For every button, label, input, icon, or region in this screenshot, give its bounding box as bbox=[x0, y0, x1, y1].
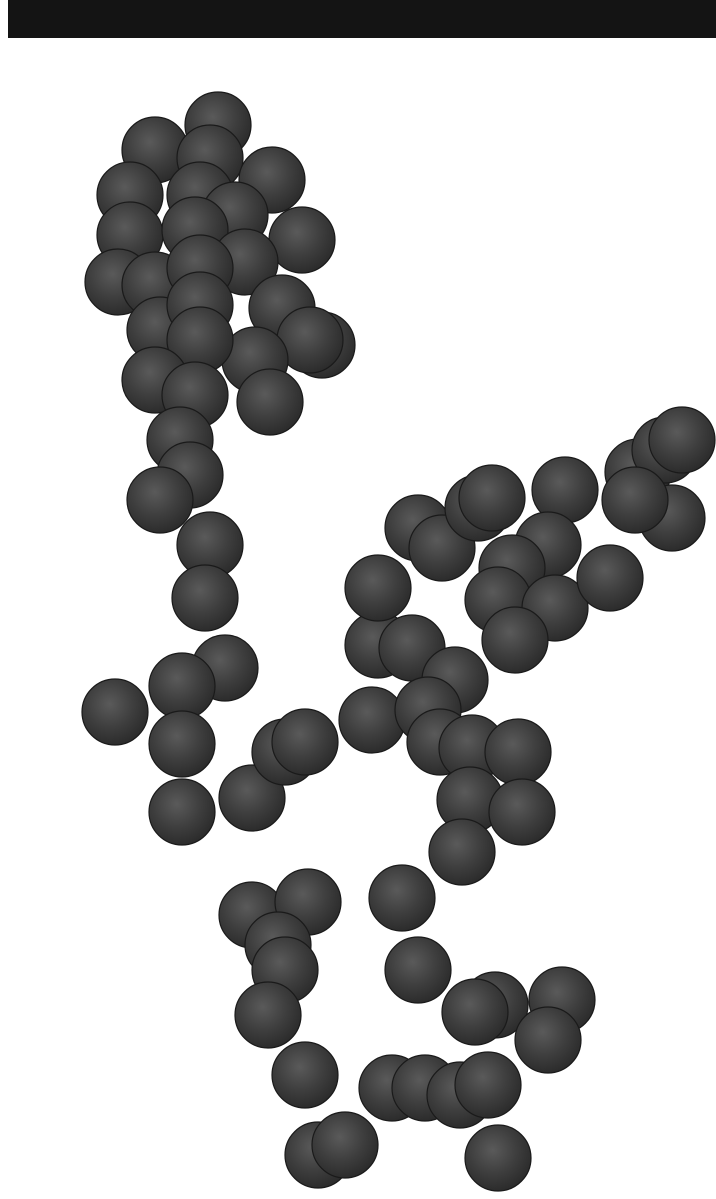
sphere-particle bbox=[81, 678, 149, 746]
sphere-group bbox=[81, 91, 716, 1192]
sphere-particle bbox=[148, 652, 216, 720]
sphere-particle bbox=[344, 554, 412, 622]
sphere-particle bbox=[428, 818, 496, 886]
sphere-particle bbox=[601, 466, 669, 534]
sphere-particle bbox=[218, 764, 286, 832]
sphere-particle bbox=[148, 710, 216, 778]
sphere-particle bbox=[454, 1051, 522, 1119]
sphere-particle bbox=[368, 864, 436, 932]
sphere-particle bbox=[384, 936, 452, 1004]
sphere-particle bbox=[234, 981, 302, 1049]
sphere-particle bbox=[458, 464, 526, 532]
sphere-particle bbox=[148, 778, 216, 846]
sphere-particle bbox=[576, 544, 644, 612]
sphere-particle bbox=[271, 708, 339, 776]
sphere-particle bbox=[171, 564, 239, 632]
sphere-particle bbox=[514, 1006, 582, 1074]
sphere-particle bbox=[484, 718, 552, 786]
sphere-particle bbox=[311, 1111, 379, 1179]
sphere-particle bbox=[464, 1124, 532, 1192]
sphere-particle bbox=[648, 406, 716, 474]
sphere-particle bbox=[126, 466, 194, 534]
sphere-particle bbox=[338, 686, 406, 754]
sphere-particle bbox=[488, 778, 556, 846]
top-header-bar bbox=[8, 0, 716, 38]
sphere-particle bbox=[441, 978, 509, 1046]
sphere-particle bbox=[271, 1041, 339, 1109]
sphere-particle bbox=[236, 368, 304, 436]
sphere-particle bbox=[268, 206, 336, 274]
sphere-particle bbox=[481, 606, 549, 674]
